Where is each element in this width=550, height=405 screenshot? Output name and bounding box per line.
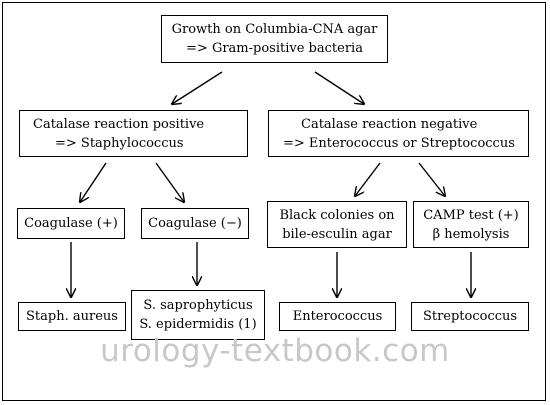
node-catalase-positive: Catalase reaction positive => Staphyloco… [19, 110, 248, 157]
node-line: => Gram-positive bacteria [186, 41, 363, 56]
node-line: Catalase reaction positive [33, 116, 205, 132]
node-line: CAMP test (+) [423, 207, 519, 223]
node-line: S. saprophyticus [143, 298, 253, 313]
node-enterococcus: Enterococcus [279, 302, 396, 331]
node-saprophyticus-epidermidis: S. saprophyticus S. epidermidis (1) [131, 290, 265, 340]
arrow-to-bile-esculin [355, 162, 381, 196]
node-line: S. epidermidis (1) [139, 317, 257, 332]
node-coagulase-positive: Coagulase (+) [17, 208, 125, 239]
node-catalase-negative: Catalase reaction negative => Enterococc… [268, 110, 529, 157]
node-streptococcus: Streptococcus [411, 302, 529, 331]
arrow-to-camp-test [418, 162, 445, 196]
node-bile-esculin: Black colonies on bile-esculin agar [267, 201, 407, 248]
node-staph-aureus: Staph. aureus [18, 302, 126, 331]
node-label: Staph. aureus [26, 309, 118, 324]
node-line: Growth on Columbia-CNA agar [171, 22, 378, 37]
node-line: bile-esculin agar [282, 226, 392, 242]
node-line: Catalase reaction negative [301, 116, 478, 132]
arrow-to-coagulase-negative [155, 162, 184, 202]
diagram-frame [2, 2, 546, 401]
arrow-root-to-catalase-positive [172, 71, 223, 104]
node-columbia-cna-growth: Growth on Columbia-CNA agar => Gram-posi… [161, 15, 388, 63]
node-camp-test: CAMP test (+) β hemolysis [413, 201, 529, 248]
node-line: β hemolysis [432, 226, 510, 242]
node-label: Coagulase (+) [24, 216, 118, 231]
node-line: => Enterococcus or Streptococcus [283, 135, 515, 151]
watermark-text: urology-textbook.com [100, 333, 450, 369]
node-label: Enterococcus [292, 309, 383, 324]
arrow-to-coagulase-positive [80, 162, 107, 202]
node-label: Coagulase (−) [148, 216, 242, 231]
node-line: => Staphylococcus [55, 135, 184, 151]
node-label: Streptococcus [422, 309, 518, 324]
arrow-root-to-catalase-negative [314, 71, 364, 104]
node-line: Black colonies on [279, 207, 395, 223]
node-coagulase-negative: Coagulase (−) [141, 208, 249, 239]
